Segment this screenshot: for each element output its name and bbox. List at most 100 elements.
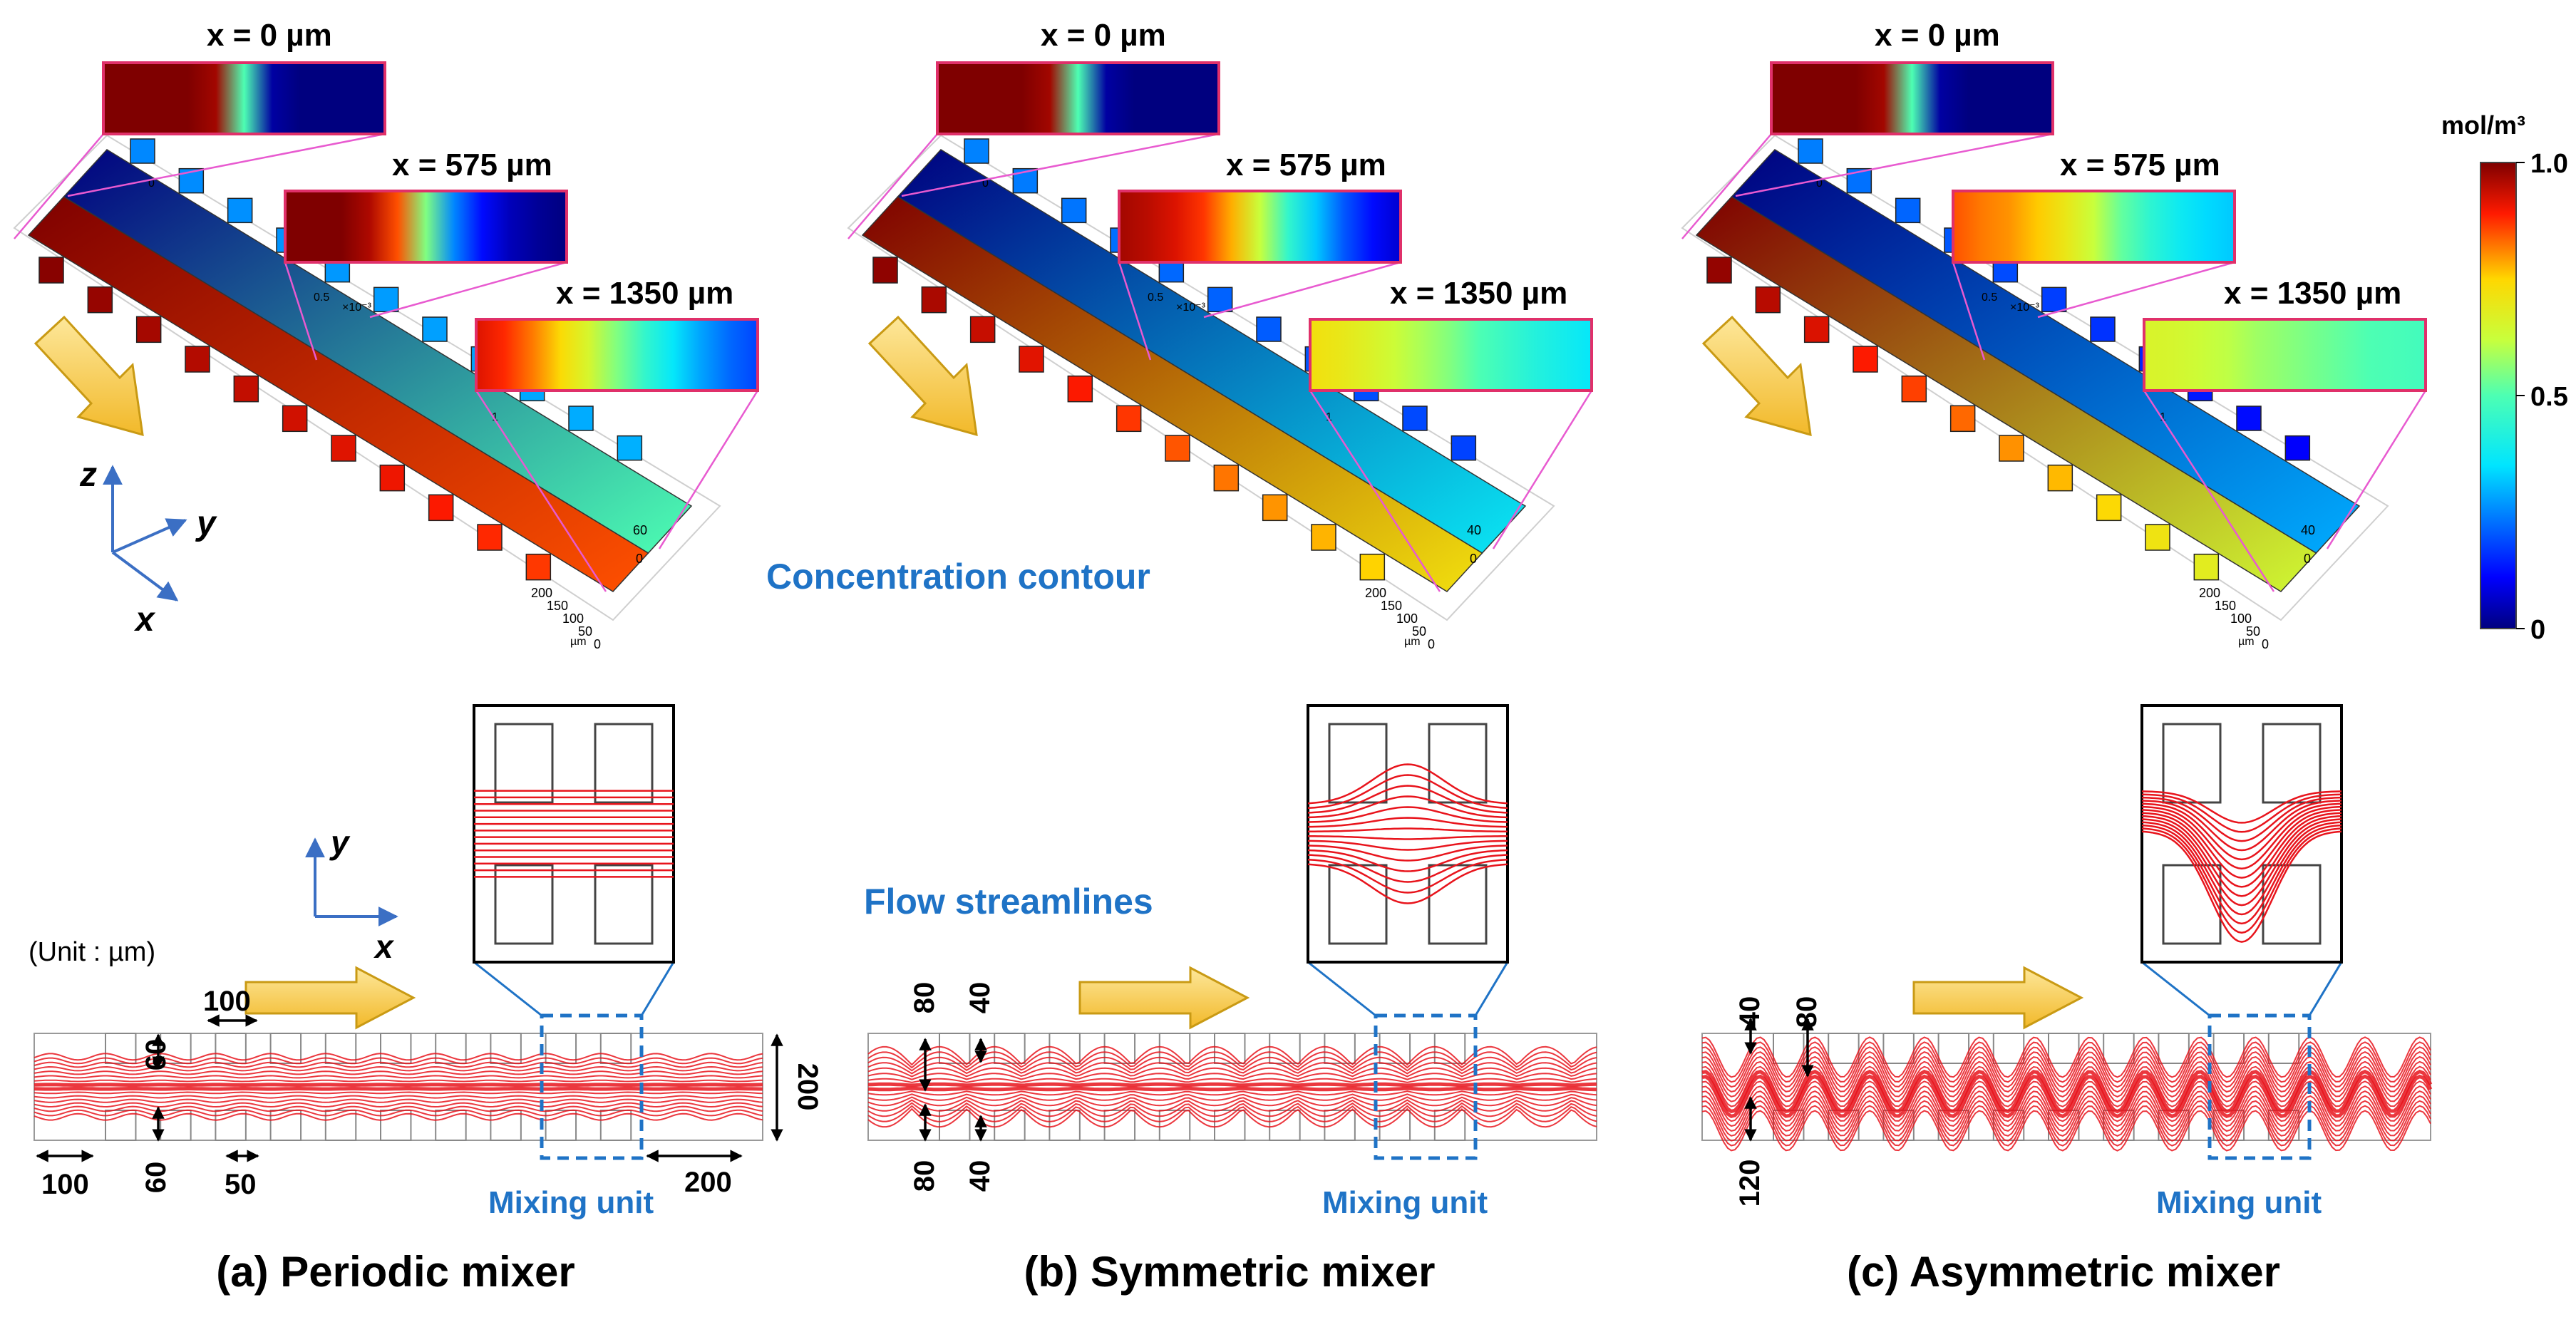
- slice-callout-line: [1735, 133, 2054, 197]
- groove-top: [2267, 1033, 2300, 1064]
- axis-tick-unit: µm: [1404, 636, 1421, 648]
- zoom-streamline: [2141, 802, 2342, 861]
- slice-callout-line: [847, 133, 938, 239]
- groove-block: [282, 405, 308, 433]
- axis-tick-width-2: 1: [2160, 411, 2166, 423]
- groove-top: [1103, 1033, 1136, 1064]
- unit-note: (Unit : µm): [29, 937, 155, 967]
- concentration-slice: [936, 61, 1220, 135]
- mixing-unit-zoom: [473, 704, 675, 964]
- groove-bottom: [1049, 1110, 1081, 1141]
- flow-direction-arrow: [1078, 966, 1250, 1030]
- groove-block: [2284, 435, 2311, 461]
- axis-tick-height-0: 40: [1467, 523, 1481, 537]
- groove-block: [373, 286, 399, 313]
- zoom-streamline: [1307, 849, 1508, 872]
- groove-top: [435, 1033, 467, 1064]
- groove-block: [130, 138, 155, 164]
- dim-inlet-length: 100: [41, 1169, 89, 1200]
- dim-channel-width: 200: [792, 1063, 823, 1111]
- zoom-groove: [2262, 723, 2322, 804]
- axis-tick-height-1: 0: [636, 552, 643, 566]
- streamline: [34, 1102, 763, 1108]
- zoom-streamline: [1308, 817, 1508, 828]
- streamline: [867, 1082, 1597, 1088]
- streamline: [867, 1107, 1597, 1128]
- axis-tick-width-1: 0.5: [1148, 291, 1163, 304]
- channel-low-region: [63, 149, 693, 554]
- groove-top: [1433, 1033, 1466, 1064]
- zoom-callout-line: [1307, 961, 1376, 1017]
- axis-tick-width-0: 0: [148, 177, 155, 190]
- groove-block: [233, 375, 259, 403]
- colorbar-tick-label: 0: [2530, 615, 2545, 645]
- axis-tick-height-0: 60: [633, 523, 647, 537]
- zoom-streamline: [1308, 827, 1508, 832]
- groove-bottom: [105, 1110, 137, 1141]
- slice-position-label: x = 0 µm: [207, 18, 332, 53]
- zoom-groove: [494, 723, 554, 804]
- axis-tick-width-0: 0: [982, 177, 989, 190]
- groove-bottom: [1158, 1110, 1191, 1141]
- streamline: [34, 1098, 763, 1103]
- slice-callout-line: [2143, 390, 2275, 592]
- groove-block: [87, 286, 113, 314]
- mixing-unit-zoom: [1307, 704, 1509, 964]
- groove-block: [1213, 464, 1240, 492]
- concentration-slice: [2143, 318, 2427, 392]
- mixing-unit-label: Mixing unit: [2156, 1185, 2322, 1220]
- zoom-streamline: [2141, 793, 2342, 833]
- zoom-streamline: [2141, 827, 2342, 934]
- slice-callout-line: [475, 390, 607, 592]
- groove-block: [1402, 406, 1428, 431]
- flow-direction-arrow: [244, 966, 416, 1030]
- groove-block: [185, 346, 210, 373]
- groove-bottom: [939, 1110, 971, 1141]
- colorbar-tick-label: 0.5: [2530, 382, 2568, 412]
- mixing-unit-label: Mixing unit: [1322, 1185, 1488, 1220]
- axis-tick-length: 200: [531, 586, 552, 600]
- streamline: [867, 1056, 1597, 1072]
- zoom-streamline: [2141, 812, 2342, 888]
- colorbar-tick-label: 1.0: [2530, 149, 2568, 179]
- groove-block: [422, 316, 448, 342]
- dim-groove-depth-top-outer: 40: [1734, 996, 1766, 1028]
- flow-direction-arrow: [34, 315, 144, 437]
- flow-streamlines-label: Flow streamlines: [864, 882, 1153, 921]
- groove-top: [1937, 1033, 1970, 1064]
- panel-caption: (b) Symmetric mixer: [1024, 1248, 1436, 1296]
- groove-block: [1359, 553, 1386, 581]
- groove-block: [2041, 286, 2067, 313]
- groove-bottom: [1214, 1110, 1246, 1141]
- groove-top: [939, 1033, 971, 1064]
- groove-block: [921, 286, 947, 314]
- axis-tick-length: 100: [1396, 611, 1418, 626]
- axis-tick-width-2: 1: [492, 411, 498, 423]
- zoom-streamline: [1307, 845, 1508, 862]
- groove-top: [1773, 1033, 1805, 1064]
- groove-top: [269, 1033, 302, 1064]
- colorbar-unit: mol/m³: [2441, 110, 2525, 140]
- groove-bottom: [1324, 1110, 1356, 1141]
- colorbar: mol/m³ 1.0 0.5 0: [2441, 110, 2568, 645]
- groove-block: [1949, 405, 1976, 433]
- dim-groove-depth-top: 60: [140, 1039, 172, 1071]
- groove-top: [215, 1033, 247, 1064]
- axis-tick-unit: µm: [2238, 636, 2255, 648]
- slice-position-label: x = 575 µm: [2060, 148, 2220, 182]
- streamline: [867, 1096, 1597, 1107]
- groove-block: [1019, 346, 1044, 373]
- groove-block: [331, 435, 356, 462]
- zoom-streamline: [2141, 830, 2342, 943]
- zoom-streamline: [1307, 774, 1508, 810]
- streamline: [867, 1105, 1597, 1122]
- flow-direction-arrow: [867, 315, 978, 437]
- groove-bottom: [380, 1110, 412, 1141]
- slice-position-label: x = 575 µm: [392, 148, 552, 182]
- streamline: [1701, 1060, 2431, 1103]
- panel-caption: (a) Periodic mixer: [216, 1248, 575, 1296]
- groove-block: [1999, 435, 2024, 462]
- groove-top: [380, 1033, 412, 1064]
